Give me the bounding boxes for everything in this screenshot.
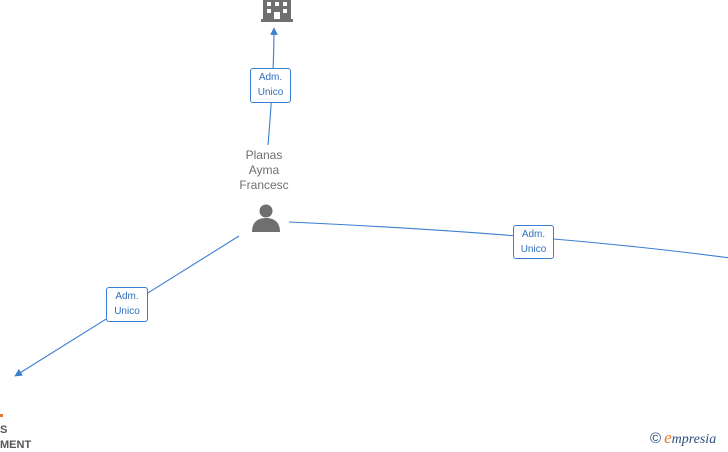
brand-logo: empresia (664, 428, 717, 447)
relation-label-top[interactable]: Adm. Unico (250, 68, 291, 103)
relation-label-left[interactable]: Adm. Unico (106, 287, 148, 322)
edge-person-to-right-company (288, 221, 728, 259)
person-name[interactable]: Planas Ayma Francesc (224, 148, 304, 193)
copyright-symbol: © (650, 430, 662, 447)
brand-initial: e (664, 428, 672, 447)
relation-role: Adm. (521, 229, 546, 240)
relation-role: Adm. (258, 72, 283, 83)
person-name-line: Planas (245, 148, 283, 162)
relation-role-detail: Unico (114, 306, 140, 317)
person-icon[interactable] (252, 204, 280, 233)
company-name-line[interactable]: S (0, 424, 8, 436)
relation-role: Adm. (115, 291, 139, 302)
relation-role-detail: Unico (257, 87, 284, 98)
empresia-watermark: ©empresia (650, 428, 716, 448)
relation-label-right[interactable]: Adm. Unico (513, 225, 554, 259)
brand-name: mpresia (671, 432, 717, 447)
building-icon[interactable] (261, 0, 293, 22)
relation-role-detail: Unico (520, 244, 547, 255)
person-name-line: Francesc (239, 178, 289, 192)
person-name-line: Ayma (248, 163, 280, 177)
company-name-line[interactable]: MENT (0, 439, 32, 451)
company-accent-mark (0, 414, 3, 417)
